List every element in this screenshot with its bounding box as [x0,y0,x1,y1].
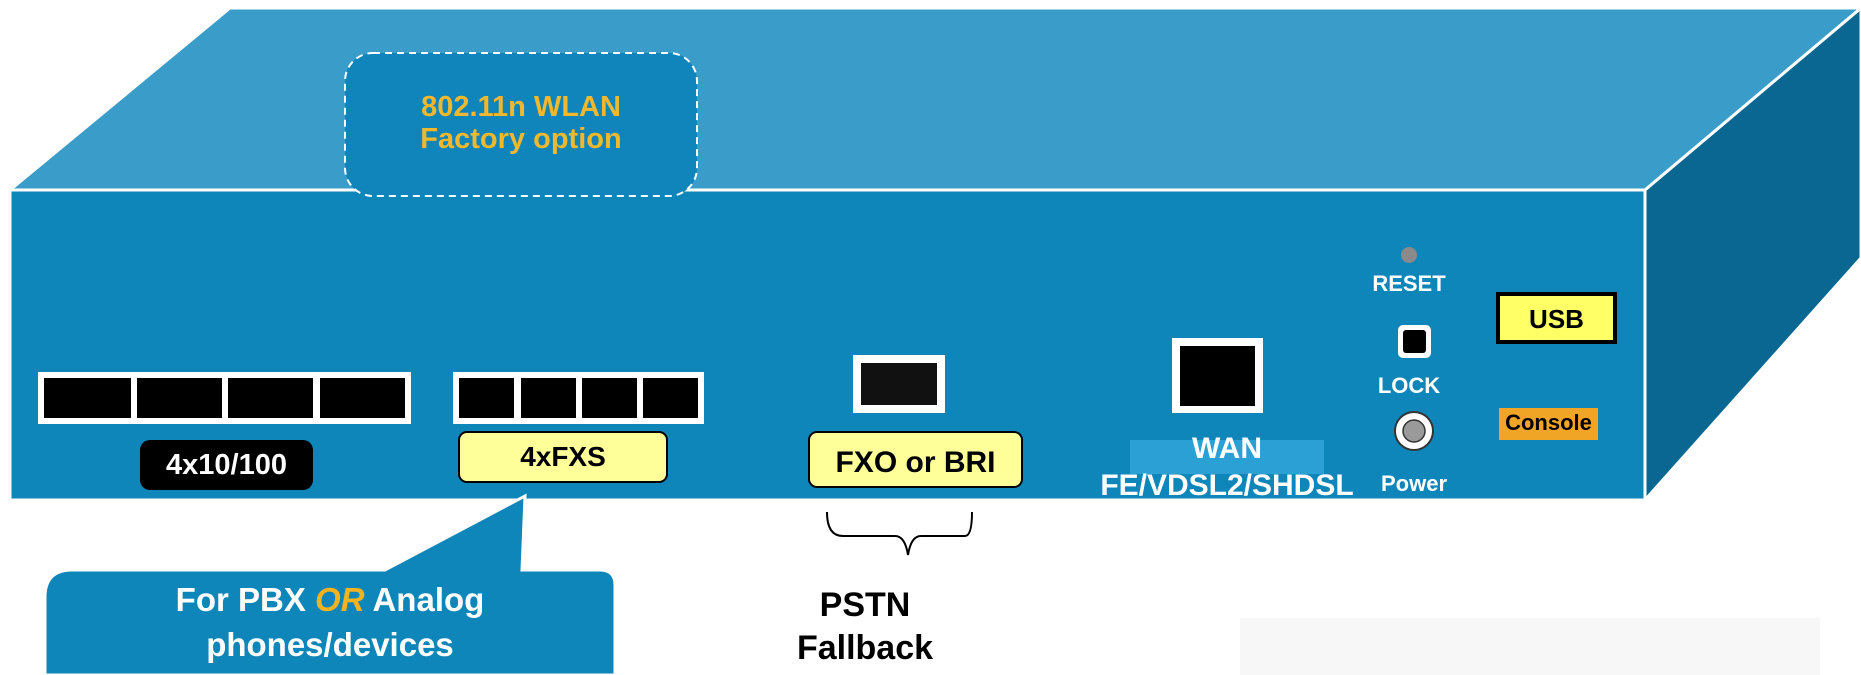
fxo-port [853,355,945,413]
fxs-label-box [458,431,668,483]
wan-label-box [1130,440,1324,474]
usb-label-box [1496,292,1617,344]
fxs-label: 4xFXS [520,441,606,472]
usb-label: USB [1529,304,1584,334]
fxo-label: FXO or BRI [835,446,996,479]
pstn-line1: PSTN [819,586,911,624]
lock-label: LOCK [1377,373,1441,398]
power-label: Power [1380,471,1448,496]
wlan-label: 802.11n WLAN Factory option [345,91,697,156]
callout-post: Analog [364,581,485,618]
console-label: Console [1505,410,1592,435]
fxs-ports [453,372,704,424]
wlan-line1: 802.11n WLAN [421,91,621,123]
wlan-option-box [344,52,698,197]
light-area [1240,618,1820,675]
callout-pre: For PBX [175,581,316,618]
callout-bubble [43,493,617,675]
fxo-label-box [808,431,1023,488]
ethernet-ports [38,372,411,424]
wan-port [1172,338,1263,413]
ethernet-label: 4x10/100 [166,449,287,481]
pstn-label: PSTN Fallback [700,584,1030,669]
console-label-box [1499,408,1598,440]
wan-label-line1: WAN [1192,432,1262,465]
pstn-brace [826,511,973,556]
chassis-top [5,6,1861,192]
reset-label: RESET [1372,271,1446,296]
callout-line2: phones/devices [206,625,454,663]
reset-led [1401,247,1417,263]
callout-text: For PBX OR Analog phones/devices [45,578,615,667]
pstn-line2: Fallback [796,628,934,667]
ethernet-label-box [140,440,313,490]
callout-emphasis: OR [315,581,365,618]
wlan-line2: Factory option [420,122,622,155]
wan-label-line2: FE/VDSL2/SHDSL [1100,469,1354,502]
